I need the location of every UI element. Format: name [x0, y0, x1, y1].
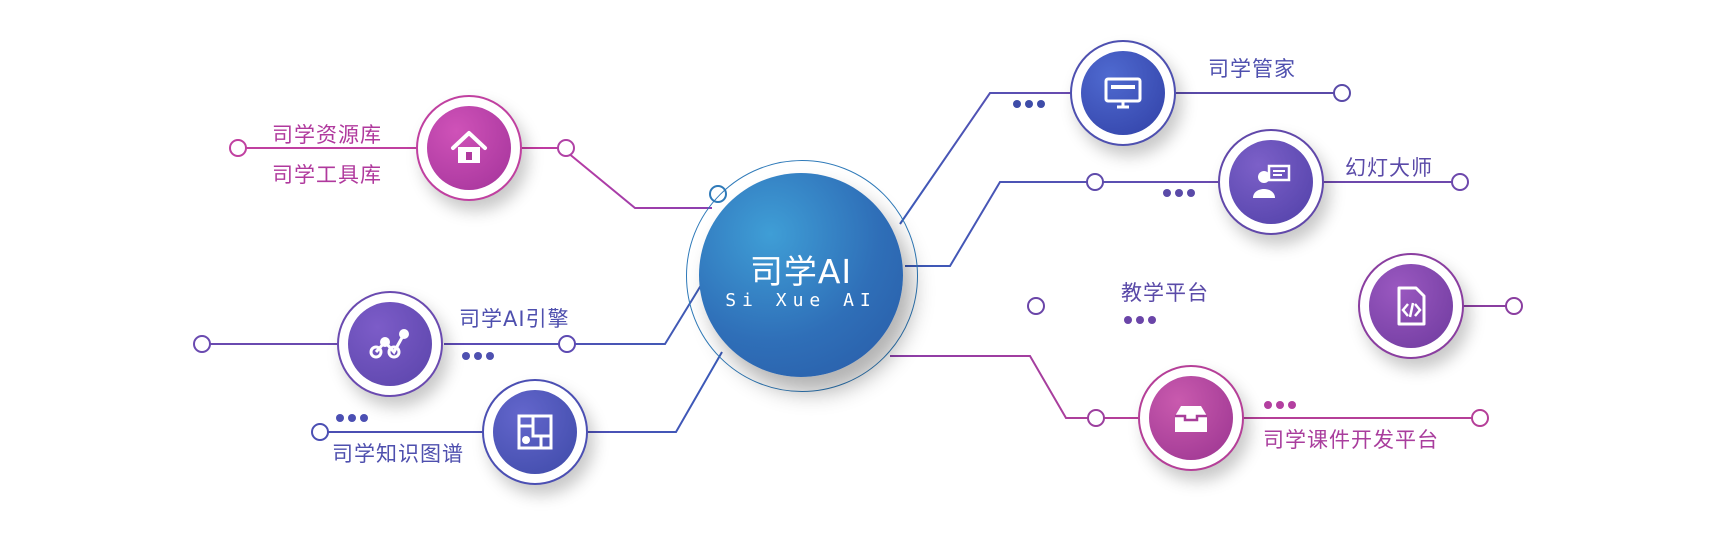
- endpoint: [1333, 84, 1351, 102]
- node-courseware[interactable]: [1138, 365, 1244, 471]
- endpoint: [558, 335, 576, 353]
- dots-teaching: [1124, 316, 1156, 324]
- endpoint: [193, 335, 211, 353]
- endpoint: [1451, 173, 1469, 191]
- label-engine: 司学AI引擎: [459, 307, 570, 331]
- label-steward: 司学管家: [1208, 57, 1296, 81]
- inbox-icon: [1175, 406, 1207, 432]
- knowledge-map-icon: [517, 414, 553, 450]
- label-teaching: 教学平台: [1121, 281, 1209, 305]
- endpoint: [1471, 409, 1489, 427]
- endpoint: [1086, 173, 1104, 191]
- label-knowledge: 司学知识图谱: [332, 442, 464, 466]
- center-hub[interactable]: 司学AI Si Xue AI: [699, 173, 903, 377]
- graph-nodes-icon: [369, 329, 409, 359]
- endpoint: [311, 423, 329, 441]
- node-steward[interactable]: [1070, 40, 1176, 146]
- endpoint: [1505, 297, 1523, 315]
- label-resources: 司学资源库: [272, 123, 382, 147]
- label-courseware: 司学课件开发平台: [1263, 428, 1439, 452]
- node-resources[interactable]: [416, 95, 522, 201]
- node-teaching[interactable]: [1358, 253, 1464, 359]
- endpoint: [557, 139, 575, 157]
- monitor-icon: [1104, 77, 1142, 109]
- dots-knowledge: [336, 414, 368, 422]
- presenter-icon: [1253, 164, 1291, 198]
- endpoint: [1027, 297, 1045, 315]
- dots-slides: [1163, 189, 1195, 197]
- center-subtitle: Si Xue AI: [725, 290, 877, 311]
- node-knowledge[interactable]: [482, 379, 588, 485]
- line-resources-center: [522, 147, 712, 209]
- dots-engine: [462, 352, 494, 360]
- line-knowledge-center: [588, 351, 723, 433]
- node-engine[interactable]: [337, 291, 443, 397]
- line-slides-center: [905, 181, 1220, 267]
- label-slides: 幻灯大师: [1345, 156, 1433, 180]
- center-ring: [686, 160, 918, 392]
- label-tools: 司学工具库: [272, 163, 382, 187]
- code-file-icon: [1397, 286, 1426, 326]
- node-slides[interactable]: [1218, 129, 1324, 235]
- dots-steward: [1013, 100, 1045, 108]
- line-steward-center: [899, 92, 1072, 225]
- center-title: 司学AI: [749, 252, 853, 291]
- line-courseware-center: [890, 355, 1138, 419]
- endpoint: [229, 139, 247, 157]
- home-icon: [451, 131, 487, 163]
- dots-courseware: [1264, 401, 1296, 409]
- endpoint: [1087, 409, 1105, 427]
